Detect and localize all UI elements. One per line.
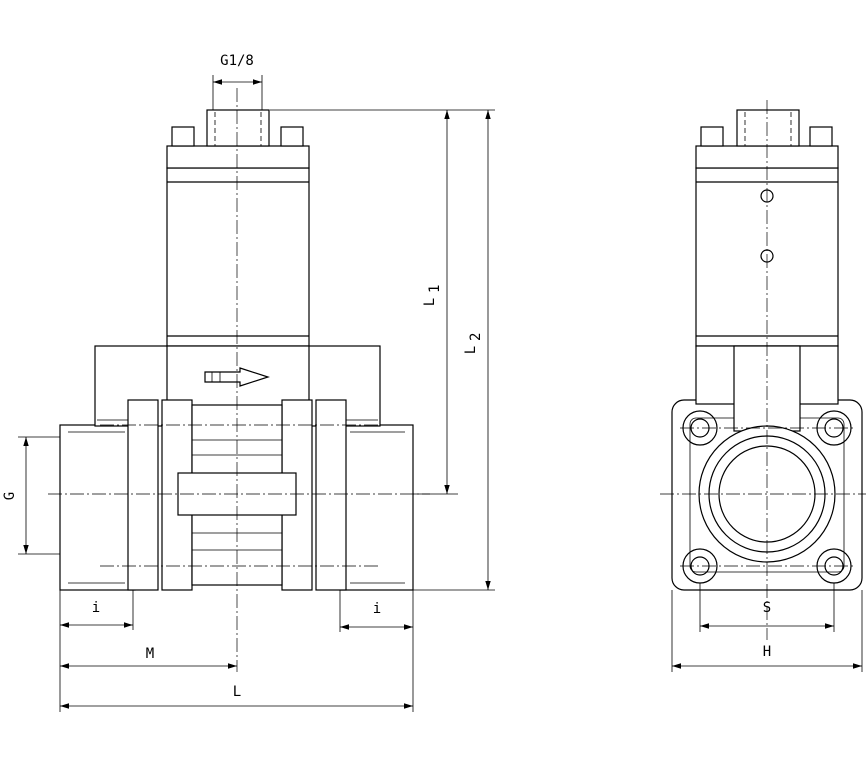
port-thread (744, 112, 792, 146)
left-port-body (59, 424, 136, 591)
dim-l2-subscript: 2 (468, 333, 484, 341)
dim-l1-subscript: 1 (427, 285, 443, 293)
dim-l-label: L (233, 684, 241, 700)
dim-g-label: G (2, 492, 18, 500)
left-port-thread (68, 431, 125, 584)
flange-right-outer (315, 399, 347, 591)
valve-body-upper (166, 345, 310, 407)
flange-left-outer (127, 399, 159, 591)
dim-l1-label: L (422, 298, 438, 306)
flow-arrow-tail (211, 372, 221, 382)
coil-cap (166, 145, 310, 169)
l1-group: L 1 (422, 285, 443, 307)
dim-h-label: H (763, 644, 771, 660)
front-view (48, 88, 430, 672)
pilot-port-thread (214, 112, 262, 146)
dim-g18-label: G1/8 (220, 53, 254, 69)
side-dimensions: S H (671, 583, 863, 672)
side-cap-bolt-left (700, 126, 724, 147)
cap-bolt-right (280, 126, 304, 147)
dim-m-label: M (146, 646, 154, 662)
l2-group: L 2 (463, 333, 484, 355)
pilot-port (206, 109, 270, 147)
side-pilot-port (736, 109, 800, 147)
dim-i-left-label: i (92, 600, 100, 616)
flow-arrow-icon (204, 367, 270, 387)
dim-l2-label: L (463, 346, 479, 354)
solenoid-coil (166, 167, 310, 347)
dim-i-right-label: i (373, 601, 381, 617)
front-dimensions: G1/8 L 1 L 2 G i i M (2, 53, 495, 712)
side-view (660, 100, 866, 640)
right-port-body (339, 424, 414, 591)
right-port-thread (350, 431, 405, 584)
dim-s-label: S (763, 600, 771, 616)
cap-bolt-left (171, 126, 195, 147)
side-cap-bolt-right (809, 126, 833, 147)
